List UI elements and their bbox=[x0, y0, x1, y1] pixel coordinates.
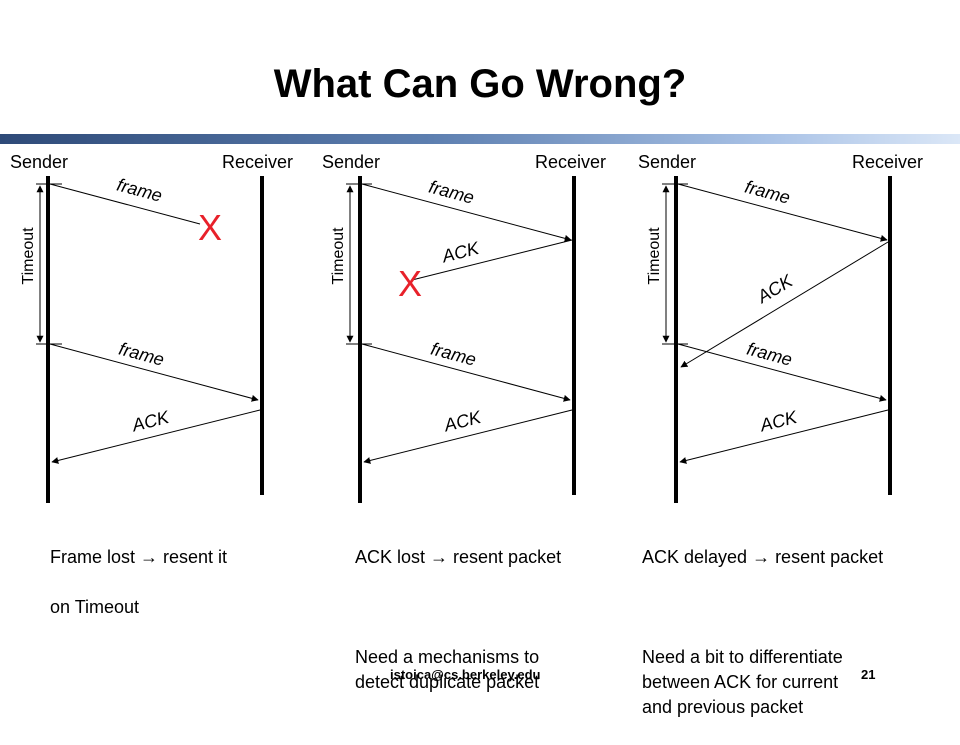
receiver-label: Receiver bbox=[852, 152, 923, 172]
sender-label: Sender bbox=[638, 152, 696, 172]
caption-spacer bbox=[355, 595, 561, 620]
ack-label: ACK bbox=[757, 407, 800, 436]
frame-lost-line bbox=[49, 183, 201, 225]
receiver-label: Receiver bbox=[535, 152, 606, 172]
ack-lost-line bbox=[411, 239, 573, 281]
ack-arrow bbox=[51, 409, 261, 464]
scenario-frame-lost: Sender Receiver Timeout frame X frame AC… bbox=[10, 152, 293, 503]
caption-line: on Timeout bbox=[50, 597, 140, 617]
scenario-ack-lost: Sender Receiver Timeout frame ACK X fram… bbox=[322, 152, 606, 503]
receiver-label: Receiver bbox=[222, 152, 293, 172]
caption-note: Need a bit to differentiate between ACK … bbox=[642, 647, 843, 717]
caption-line: ACK lost → resent packet bbox=[355, 547, 562, 567]
ack-label: ACK bbox=[441, 407, 484, 436]
frame-label: frame bbox=[429, 339, 479, 370]
scenario-ack-delayed: Sender Receiver Timeout frame ACK frame … bbox=[638, 152, 923, 503]
frame-label: frame bbox=[745, 339, 795, 370]
timeout-label: Timeout bbox=[330, 227, 347, 285]
caption-note: Need a mechanisms to detect duplicate pa… bbox=[355, 647, 540, 692]
slide-title: What Can Go Wrong? bbox=[273, 62, 687, 106]
caption-ack-delayed: ACK delayed → resent packet Need a bit t… bbox=[642, 520, 883, 745]
ack-arrow bbox=[679, 409, 889, 464]
caption-frame-lost: Frame lost → resent it on Timeout bbox=[50, 520, 227, 645]
timeout-label: Timeout bbox=[20, 227, 37, 285]
ack-label: ACK bbox=[439, 238, 482, 267]
frame-label: frame bbox=[115, 175, 165, 206]
frame-resent-arrow bbox=[49, 343, 259, 402]
frame-resent-arrow bbox=[361, 343, 571, 402]
frame-arrow bbox=[677, 183, 888, 242]
sender-label: Sender bbox=[10, 152, 68, 172]
ack-label: ACK bbox=[753, 270, 797, 307]
caption-ack-lost: ACK lost → resent packet Need a mechanis… bbox=[355, 520, 561, 720]
lost-marker-x: X bbox=[398, 263, 422, 304]
footer-email: istoica@cs.berkeley.edu bbox=[390, 667, 541, 682]
frame-label: frame bbox=[117, 339, 167, 370]
caption-line: Frame lost → resent it bbox=[50, 547, 228, 567]
ack-delayed-arrow bbox=[680, 241, 889, 368]
frame-resent-arrow bbox=[677, 343, 887, 402]
caption-spacer bbox=[642, 595, 883, 620]
title-divider bbox=[0, 134, 960, 144]
page-number: 21 bbox=[861, 667, 876, 682]
timing-diagrams: Sender Receiver Timeout frame X frame AC… bbox=[10, 152, 923, 503]
timeout-label: Timeout bbox=[646, 227, 663, 285]
frame-arrow bbox=[361, 183, 572, 242]
ack-arrow bbox=[363, 409, 573, 464]
lost-marker-x: X bbox=[198, 207, 222, 248]
caption-line: ACK delayed → resent packet bbox=[642, 547, 884, 567]
sender-label: Sender bbox=[322, 152, 380, 172]
ack-label: ACK bbox=[129, 407, 172, 436]
